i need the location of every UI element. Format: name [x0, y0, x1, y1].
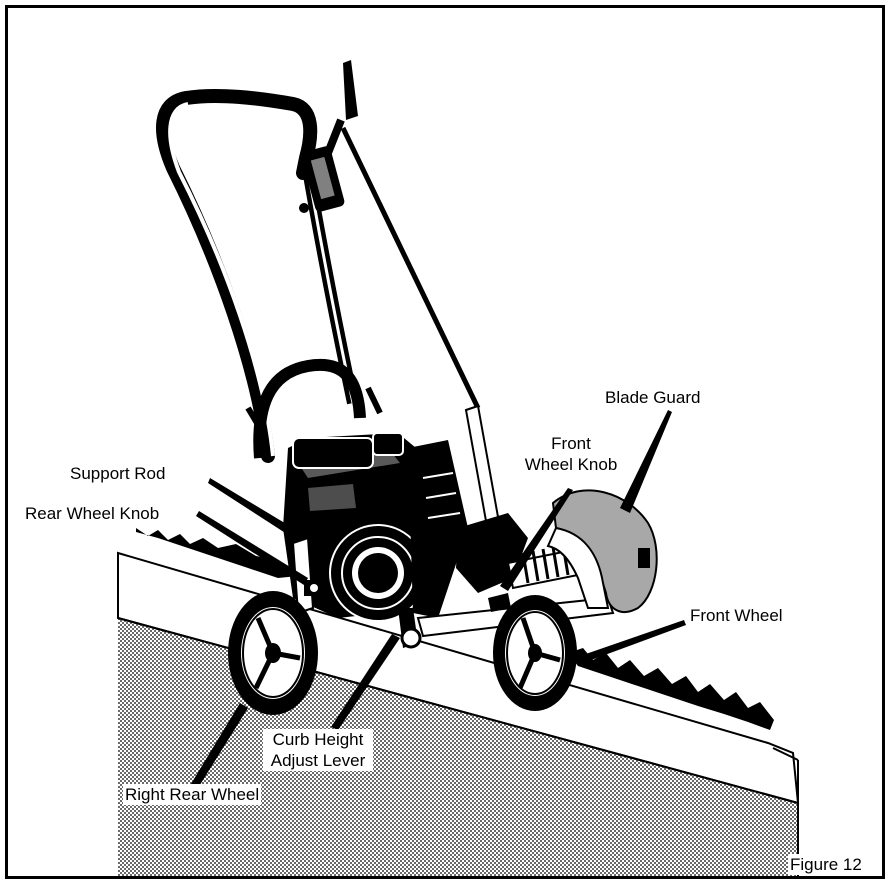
leader-support-rod — [208, 478, 293, 536]
label-curb-height-line2: Adjust Lever — [270, 751, 366, 770]
grass-strip-front — [568, 648, 774, 730]
label-right-rear-wheel: Right Rear Wheel — [123, 784, 262, 805]
label-rear-wheel-knob: Rear Wheel Knob — [23, 503, 162, 524]
handle-loop — [156, 88, 318, 463]
leader-blade-guard — [620, 410, 672, 513]
leader-front-wheel-knob — [500, 488, 573, 591]
right-rear-wheel — [228, 591, 318, 715]
leader-curb-height — [331, 634, 400, 730]
grass-strip-rear — [136, 528, 298, 578]
leader-right-rear-wheel — [191, 703, 248, 788]
label-support-rod: Support Rod — [68, 463, 168, 484]
edger-illustration — [117, 60, 800, 876]
front-wheel — [493, 595, 577, 711]
label-front-wheel-knob: Front Wheel Knob — [513, 433, 629, 475]
figure-caption: Figure 12 — [788, 854, 864, 875]
leader-front-wheel — [580, 620, 686, 663]
label-front-wheel-knob-line1: Front — [551, 434, 591, 453]
control-grip — [343, 60, 358, 120]
label-front-wheel: Front Wheel — [688, 605, 785, 626]
lower-handle — [253, 358, 366, 459]
engine — [283, 432, 468, 622]
label-curb-height-adjust-lever: Curb Height Adjust Lever — [263, 729, 373, 771]
leader-rear-wheel-knob — [196, 511, 308, 585]
figure-frame: Blade Guard Front Wheel Knob Support Rod… — [5, 5, 885, 879]
label-front-wheel-knob-line2: Wheel Knob — [524, 455, 618, 474]
label-curb-height-line1: Curb Height — [272, 730, 364, 749]
label-blade-guard: Blade Guard — [603, 387, 703, 408]
